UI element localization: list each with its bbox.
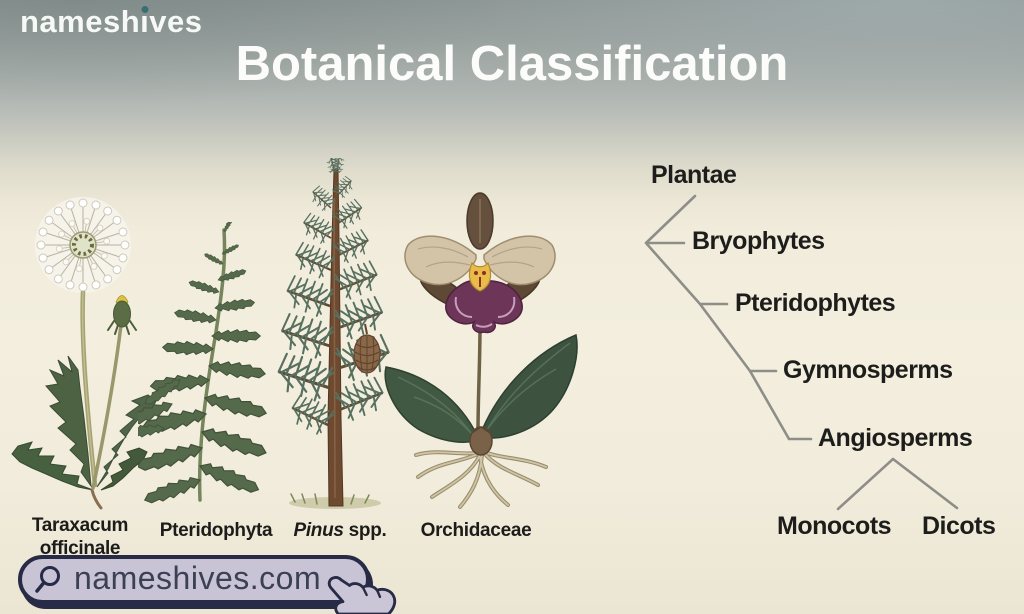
logo-teal-dot-icon bbox=[141, 6, 149, 13]
logo-text-part2: ves bbox=[149, 4, 203, 39]
pine-illustration bbox=[255, 152, 405, 515]
specimen-label-orchidaceae: Orchidaceae bbox=[420, 520, 532, 541]
tree-node-dicots: Dicots bbox=[922, 512, 996, 540]
orchid-illustration bbox=[380, 185, 590, 520]
tree-node-pteridophytes: Pteridophytes bbox=[735, 289, 896, 317]
logo-text-part1: namesh bbox=[20, 4, 141, 39]
tree-node-gymnosperms: Gymnosperms bbox=[783, 356, 953, 384]
specimen-label-pteridophyta: Pteridophyta bbox=[159, 520, 273, 541]
tree-node-angiosperms: Angiosperms bbox=[818, 424, 973, 452]
logo-letter-i: ı bbox=[140, 4, 150, 39]
website-badge[interactable]: nameshives.com bbox=[18, 555, 370, 604]
search-icon bbox=[35, 565, 60, 593]
specimen-label-pinus: Pinus spp. bbox=[293, 520, 387, 541]
dandelion-illustration bbox=[5, 190, 165, 540]
specimen-label-taraxacum: Taraxacum officinale bbox=[31, 515, 129, 559]
page-title: Botanical Classification bbox=[235, 37, 789, 91]
website-url: nameshives.com bbox=[74, 560, 322, 596]
fern-illustration bbox=[119, 216, 368, 537]
tree-node-bryophytes: Bryophytes bbox=[692, 227, 825, 255]
tree-node-monocots: Monocots bbox=[777, 512, 892, 540]
tree-node-plantae: Plantae bbox=[651, 161, 737, 189]
cursor-hand-icon bbox=[327, 576, 397, 614]
